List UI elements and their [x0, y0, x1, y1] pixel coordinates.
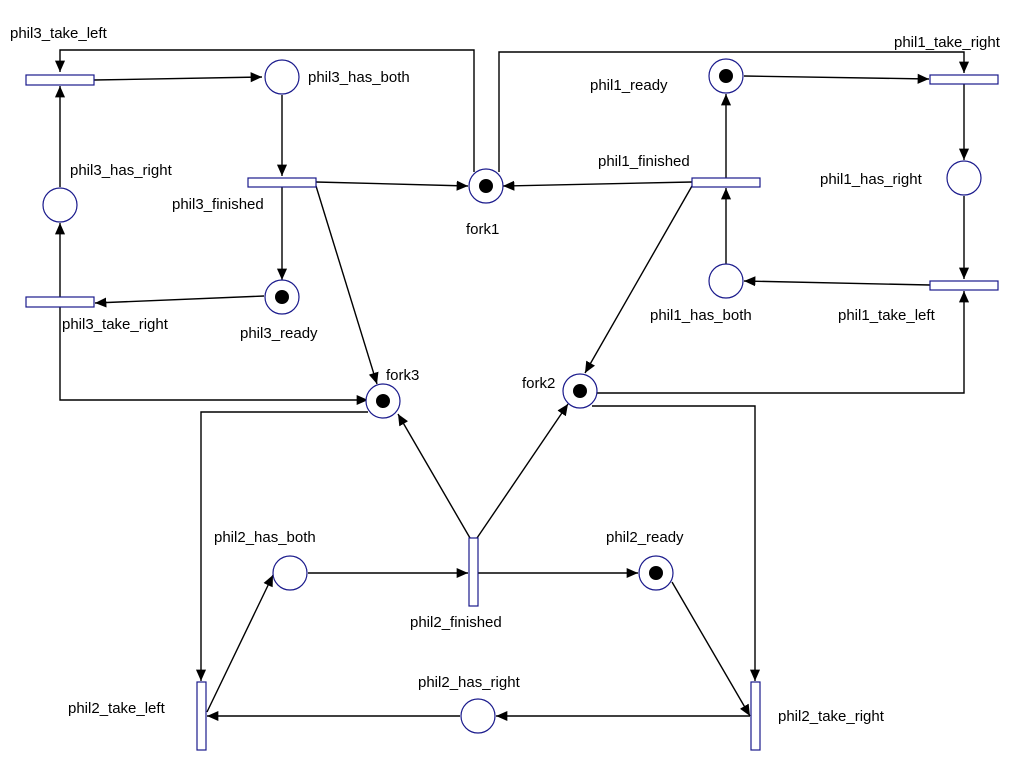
place-phil3-has-right — [42, 187, 78, 223]
token-phil1-ready — [719, 69, 733, 83]
label-phil3-finished: phil3_finished — [172, 196, 264, 213]
arc-phil2-ready-to-phil2-take-right — [671, 581, 751, 717]
arcs — [54, 49, 970, 722]
label-fork2: fork2 — [522, 375, 555, 392]
arc-phil1-finished-to-fork2 — [584, 185, 693, 374]
transition-phil2-take-right — [750, 681, 761, 751]
label-phil3-ready: phil3_ready — [240, 325, 318, 342]
label-phil2-has-both: phil2_has_both — [214, 529, 316, 546]
label-phil1-ready: phil1_ready — [590, 77, 668, 94]
label-phil3-take-left: phil3_take_left — [10, 25, 108, 42]
arc-fork2-to-phil1-take-left — [597, 291, 970, 394]
arc-phil3-take-left-to-phil3-has-both — [93, 72, 263, 83]
arc-phil1-take-left-to-phil1-has-both — [743, 276, 931, 287]
transition-phil3-take-right — [25, 296, 95, 308]
label-phil1-has-both: phil1_has_both — [650, 307, 752, 324]
token-fork1 — [479, 179, 493, 193]
transition-phil3-take-left — [25, 74, 95, 86]
transitions — [25, 74, 999, 751]
place-phil1-has-both — [708, 263, 744, 299]
place-phil3-has-both — [264, 59, 300, 95]
arc-fork1-to-phil1-take-right — [498, 51, 970, 172]
transition-phil3-finished — [247, 177, 317, 188]
arc-phil3-ready-to-phil3-take-right — [94, 295, 265, 308]
label-phil2-ready: phil2_ready — [606, 529, 684, 546]
labels: phil3_take_left phil3_has_both phil3_has… — [10, 25, 1001, 725]
label-phil2-take-left: phil2_take_left — [68, 700, 166, 717]
label-phil2-has-right: phil2_has_right — [418, 674, 521, 691]
token-phil2-ready — [649, 566, 663, 580]
place-phil2-has-both — [272, 555, 308, 591]
token-fork2 — [573, 384, 587, 398]
arc-phil3-finished-to-fork1 — [315, 180, 469, 191]
place-phil1-has-right — [946, 160, 982, 196]
label-phil1-has-right: phil1_has_right — [820, 171, 923, 188]
label-phil3-has-both: phil3_has_both — [308, 69, 410, 86]
arc-phil3-finished-to-fork3 — [315, 185, 379, 385]
transition-phil1-take-left — [929, 280, 999, 291]
label-phil2-finished: phil2_finished — [410, 614, 502, 631]
place-phil2-has-right — [460, 698, 496, 734]
label-fork3: fork3 — [386, 367, 419, 384]
arc-phil2-finished-to-fork2 — [476, 403, 569, 539]
arc-phil1-ready-to-phil1-take-right — [743, 73, 930, 84]
label-fork1: fork1 — [466, 221, 499, 238]
transition-phil2-take-left — [196, 681, 207, 751]
label-phil3-take-right: phil3_take_right — [62, 316, 169, 333]
token-phil3-ready — [275, 290, 289, 304]
label-phil2-take-right: phil2_take_right — [778, 708, 885, 725]
label-phil1-finished: phil1_finished — [598, 153, 690, 170]
transition-phil1-take-right — [929, 74, 999, 85]
arc-fork3-to-phil2-take-left — [195, 411, 368, 681]
label-phil1-take-left: phil1_take_left — [838, 307, 936, 324]
arc-fork1-to-phil3-take-left — [54, 49, 475, 172]
arc-phil2-finished-to-fork3 — [397, 413, 471, 539]
arc-fork3-to-phil3-take-right — [59, 307, 368, 406]
token-fork3 — [376, 394, 390, 408]
label-phil3-has-right: phil3_has_right — [70, 162, 173, 179]
transition-phil1-finished — [691, 177, 761, 188]
arc-fork2-to-phil2-take-right — [592, 405, 761, 681]
label-phil1-take-right: phil1_take_right — [894, 34, 1001, 51]
arc-phil1-finished-to-fork1 — [502, 180, 693, 191]
transition-phil2-finished — [468, 537, 479, 607]
arc-phil2-take-left-to-phil2-has-both — [206, 574, 274, 713]
places — [42, 58, 982, 734]
